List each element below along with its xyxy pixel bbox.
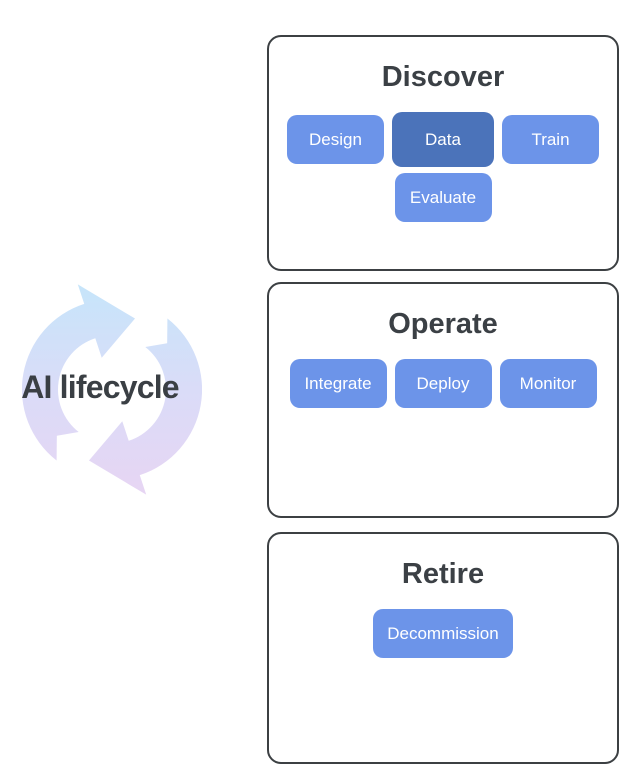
operate-chip-row: Integrate Deploy Monitor [289, 359, 597, 408]
cycle-arrows-icon [22, 284, 202, 495]
card-discover-title: Discover [381, 61, 505, 93]
discover-chip-row-2: Evaluate [394, 173, 492, 222]
retire-chip-row: Decommission [373, 609, 513, 658]
chip-deploy[interactable]: Deploy [394, 359, 492, 408]
chip-monitor[interactable]: Monitor [499, 359, 597, 408]
card-retire: Retire Decommission [267, 532, 619, 764]
card-operate: Operate Integrate Deploy Monitor [267, 282, 619, 518]
chip-evaluate[interactable]: Evaluate [394, 173, 492, 222]
chip-train[interactable]: Train [502, 115, 599, 164]
cycle-arrow-right [88, 318, 202, 495]
lifecycle-label: AI lifecycle [21, 369, 179, 405]
cycle-arrow-left [22, 284, 136, 461]
chip-decommission[interactable]: Decommission [373, 609, 513, 658]
chip-integrate[interactable]: Integrate [289, 359, 387, 408]
card-operate-title: Operate [388, 308, 498, 340]
card-retire-title: Retire [401, 558, 485, 590]
card-discover: Discover Design Data Train Evaluate [267, 35, 619, 271]
discover-chip-row-1: Design Data Train [287, 112, 599, 167]
lifecycle-icon-group: AI lifecycle [0, 0, 220, 773]
chip-data[interactable]: Data [392, 112, 494, 167]
chip-design[interactable]: Design [287, 115, 384, 164]
